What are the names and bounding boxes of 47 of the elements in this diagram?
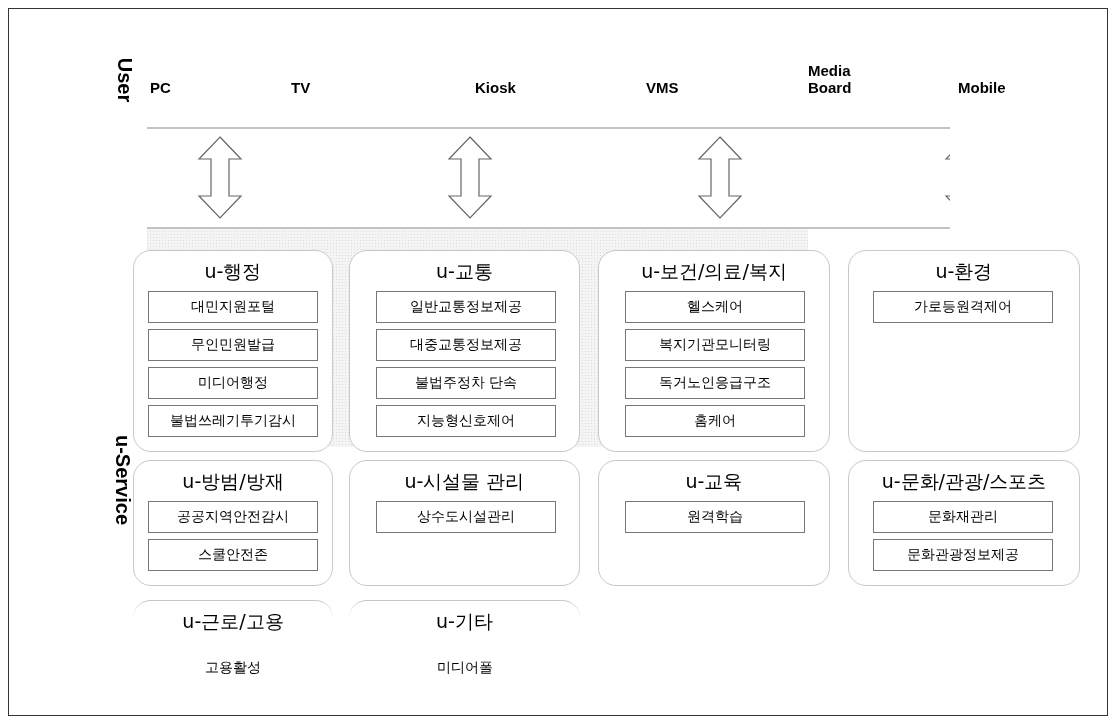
category-panel (848, 250, 1080, 452)
category-panel (349, 250, 580, 452)
panel-heading: u-기타 (435, 609, 494, 634)
service-box: 독거노인응급구조 (625, 367, 805, 399)
device-label: Mobile (958, 80, 1006, 97)
row-label: User (114, 56, 136, 105)
service-box: 복지기관모니터링 (625, 329, 805, 361)
panel-heading: u-방범/방재 (181, 469, 285, 494)
service-box: 무인민원발급 (148, 329, 318, 361)
service-box: 헬스케어 (625, 291, 805, 323)
service-box: 가로등원격제어 (873, 291, 1053, 323)
service-box: 대중교통정보제공 (376, 329, 556, 361)
device-label: Media Board (808, 63, 853, 96)
panel-heading: u-교통 (435, 259, 494, 284)
service-box: 미디어행정 (148, 367, 318, 399)
category-panel (133, 460, 333, 586)
service-box: 원격학습 (625, 501, 805, 533)
panel-heading: u-시설물 관리 (403, 469, 526, 494)
category-panel (349, 460, 580, 586)
category-panel (598, 460, 830, 586)
device-label: TV (291, 80, 311, 97)
panel-heading: u-행정 (203, 259, 263, 284)
row-label: u-Service (112, 433, 134, 528)
service-box: 대민지원포털 (148, 291, 318, 323)
service-box: 스쿨안전존 (148, 539, 318, 571)
panel-heading: u-환경 (934, 259, 994, 284)
panel-heading: u-문화/관광/스포츠 (880, 469, 1048, 494)
service-label: 미디어폴 (435, 659, 494, 677)
category-panel (848, 460, 1080, 586)
service-label: 고용활성 (204, 659, 262, 677)
service-box: 불법쓰레기투기감시 (148, 405, 318, 437)
service-box: 불법주정차 단속 (376, 367, 556, 399)
service-box: 문화관광정보제공 (873, 539, 1053, 571)
service-box: 일반교통정보제공 (376, 291, 556, 323)
service-box: 상수도시설관리 (376, 501, 556, 533)
service-box: 공공지역안전감시 (148, 501, 318, 533)
service-box: 지능형신호제어 (376, 405, 556, 437)
service-box: 문화재관리 (873, 501, 1053, 533)
service-box: 홈케어 (625, 405, 805, 437)
category-panel (598, 250, 830, 452)
panel-heading: u-보건/의료/복지 (640, 259, 788, 284)
device-label: Kiosk (475, 80, 516, 97)
panel-heading: u-교육 (684, 469, 744, 494)
device-label: PC (150, 80, 171, 97)
category-panel (133, 250, 333, 452)
panel-heading: u-근로/고용 (181, 609, 285, 634)
device-label: VMS (646, 80, 679, 97)
